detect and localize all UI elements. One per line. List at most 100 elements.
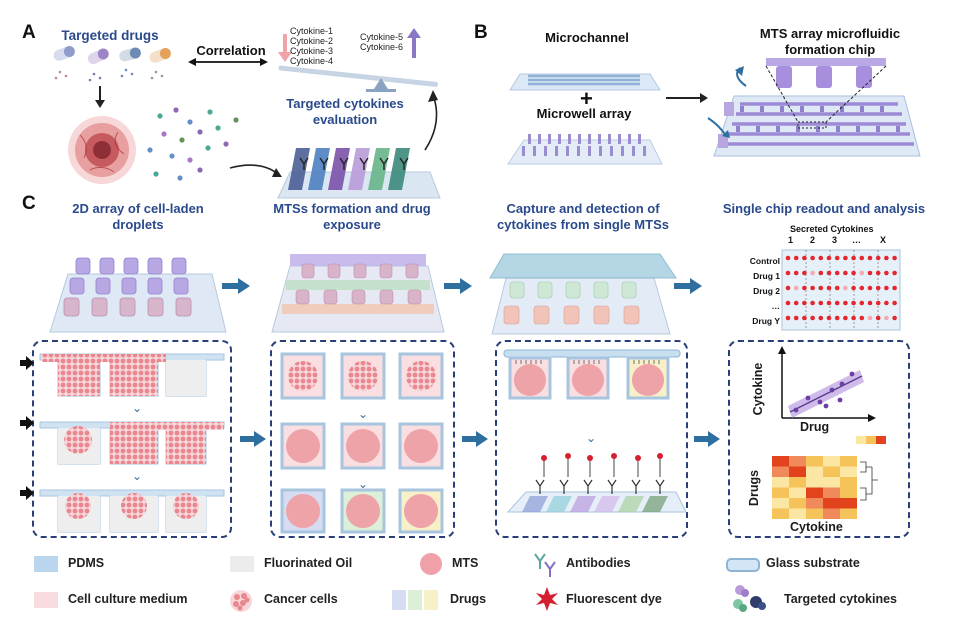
antibody-chip-icon bbox=[277, 148, 441, 199]
readout-dot bbox=[867, 300, 873, 306]
readout-dot bbox=[818, 300, 824, 306]
heatmap-cell bbox=[823, 498, 840, 509]
heatmap-cell bbox=[823, 456, 840, 467]
readout-dot bbox=[892, 255, 897, 261]
readout-dot bbox=[802, 300, 807, 306]
panel-a-label: A bbox=[22, 22, 36, 43]
cytokine-up-5: Cytokine-5 bbox=[360, 32, 404, 42]
readout-dot bbox=[826, 255, 832, 261]
cytokine-down-2: Cytokine-2 bbox=[290, 36, 334, 46]
step3-title: Capture and detection of cytokines from … bbox=[497, 201, 669, 232]
antibodies-icon bbox=[534, 553, 556, 577]
heatmap-cell bbox=[789, 487, 806, 498]
readout-dot bbox=[826, 315, 832, 321]
analysis-box bbox=[728, 340, 910, 538]
drug-exposure-chip-icon bbox=[271, 254, 445, 333]
panel-c-bottom-graphic: ⌄ ⌄ ⌄ ⌄ ⌄ bbox=[20, 346, 886, 534]
legend: PDMS Fluorinated Oil MTS Antibodies Glas… bbox=[0, 548, 955, 626]
mts-formation-box bbox=[270, 340, 455, 538]
readout-grid bbox=[781, 249, 901, 331]
drug-swatch-2 bbox=[408, 590, 422, 610]
panel-b-label: B bbox=[474, 22, 488, 43]
readout-dot bbox=[859, 255, 865, 261]
readout-dot bbox=[884, 315, 889, 321]
readout-dot bbox=[859, 315, 865, 321]
readout-dot bbox=[810, 270, 815, 276]
heatmap-cell bbox=[823, 466, 840, 477]
readout-dot bbox=[793, 285, 799, 291]
heatmap-cell bbox=[840, 466, 857, 477]
readout-dot bbox=[884, 285, 889, 291]
step2-title: MTSs formation and drug exposure bbox=[273, 201, 431, 232]
heatmap bbox=[772, 436, 886, 519]
readout-dot bbox=[867, 270, 873, 276]
cytokines-down-list: Cytokine-1 Cytokine-2 Cytokine-3 Cytokin… bbox=[290, 26, 360, 66]
readout-col-3: 3 bbox=[832, 235, 838, 245]
readout-dot bbox=[851, 315, 856, 321]
readout-dot bbox=[867, 315, 873, 321]
readout-dot bbox=[892, 315, 897, 321]
formation-chip-icon bbox=[707, 58, 921, 157]
cytokine-down-4: Cytokine-4 bbox=[290, 56, 334, 66]
readout-dot bbox=[843, 255, 848, 261]
readout-col-x: X bbox=[880, 235, 887, 245]
readout-dot bbox=[875, 285, 881, 291]
heatmap-cell bbox=[789, 477, 806, 488]
correlation-label: Correlation bbox=[196, 43, 266, 58]
legend-antibodies: Antibodies bbox=[566, 556, 631, 570]
panel-a-graphic bbox=[53, 28, 441, 199]
heatmap-cell bbox=[806, 508, 823, 519]
drug-pills-icon bbox=[53, 46, 171, 82]
readout-dot bbox=[785, 315, 791, 321]
readout-dot bbox=[810, 255, 815, 261]
heatmap-cell bbox=[789, 508, 806, 519]
oil-swatch bbox=[230, 556, 254, 572]
readout-dot bbox=[834, 315, 840, 321]
heatmap-cell bbox=[806, 466, 823, 477]
readout-dot bbox=[826, 285, 832, 291]
readout-dot bbox=[875, 255, 881, 261]
heatmap-cell bbox=[789, 456, 806, 467]
legend-drugs: Drugs bbox=[450, 592, 487, 606]
readout-dot bbox=[785, 285, 791, 291]
heatmap-cell bbox=[789, 466, 806, 477]
plus-sign: + bbox=[580, 86, 593, 111]
readout-dot bbox=[884, 270, 889, 276]
panel-c-top-graphic bbox=[49, 249, 901, 335]
heatmap-cell bbox=[823, 487, 840, 498]
readout-col-2: 2 bbox=[810, 235, 816, 245]
readout-dot bbox=[834, 285, 840, 291]
readout-dot bbox=[892, 285, 897, 291]
readout-dot bbox=[875, 300, 881, 306]
readout-dot bbox=[810, 285, 815, 291]
legend-mts: MTS bbox=[452, 556, 479, 570]
cytokine-evaluation-title: Targeted cytokines evaluation bbox=[286, 96, 404, 127]
heatmap-cell bbox=[823, 477, 840, 488]
heatmap-cell bbox=[823, 508, 840, 519]
heatmap-cell bbox=[840, 487, 857, 498]
readout-dot bbox=[826, 270, 832, 276]
readout-dot bbox=[851, 255, 856, 261]
cytokines-up-list: Cytokine-5 Cytokine-6 bbox=[360, 32, 420, 52]
drug-swatch-1 bbox=[392, 590, 406, 610]
readout-dot bbox=[843, 270, 848, 276]
cytokine-down-1: Cytokine-1 bbox=[290, 26, 334, 36]
svg-text:⌄: ⌄ bbox=[132, 469, 142, 483]
heatmap-cell bbox=[840, 456, 857, 467]
panel-c-label: C bbox=[22, 193, 36, 214]
cancer-cell-icon bbox=[68, 116, 136, 184]
heatmap-cell bbox=[840, 477, 857, 488]
scatter-plot bbox=[778, 346, 876, 422]
targeted-cytokines-icon bbox=[733, 585, 766, 612]
microwell-title: Microwell array bbox=[536, 106, 632, 121]
readout-dot bbox=[834, 255, 840, 261]
readout-dot bbox=[802, 285, 807, 291]
readout-dot bbox=[843, 315, 848, 321]
readout-dot bbox=[818, 315, 824, 321]
readout-dot bbox=[892, 300, 897, 306]
droplet-row-3 bbox=[39, 489, 225, 533]
fluorescent-dye-icon bbox=[536, 587, 558, 611]
heatmap-cell bbox=[806, 498, 823, 509]
droplet-row-1 bbox=[39, 353, 225, 397]
readout-row-labels: Control Drug 1 Drug 2 … Drug Y bbox=[730, 254, 780, 329]
